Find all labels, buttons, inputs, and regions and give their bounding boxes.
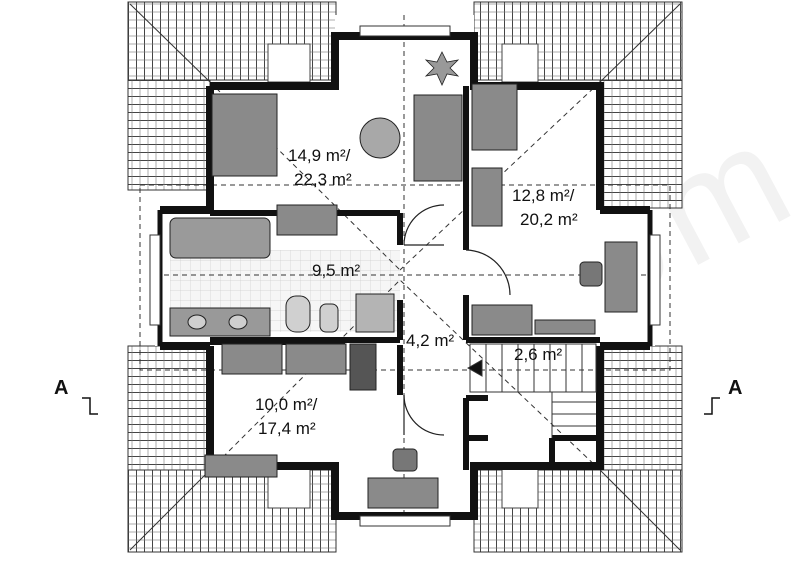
- chair-right: [579, 261, 603, 287]
- chair-bottom: [392, 448, 418, 472]
- bathroom-area: 9,5 m²: [312, 261, 361, 280]
- cabinet: [276, 204, 338, 236]
- sofa: [413, 94, 463, 182]
- hall-area: 4,2 m²: [406, 331, 455, 350]
- furniture: [169, 83, 638, 509]
- cabinet-bottom-2: [285, 343, 347, 375]
- room-bottom-left-area-gross: 17,4 m²: [258, 419, 316, 438]
- shelf: [534, 319, 596, 335]
- room-top-left-area-gross: 22,3 m²: [294, 170, 352, 189]
- section-markers: [82, 397, 720, 415]
- bidet: [319, 303, 339, 333]
- room-right-area-net: 12,8 m²/: [512, 186, 575, 205]
- bathtub: [169, 217, 271, 259]
- stairs-area: 2,6 m²: [514, 345, 563, 364]
- toilet: [285, 295, 311, 333]
- shower: [355, 293, 395, 333]
- desk-bottom: [367, 477, 439, 509]
- plant-icon: [424, 51, 460, 86]
- windows: [149, 25, 661, 527]
- desk-right: [604, 241, 638, 313]
- stairs: [466, 343, 597, 438]
- cabinet-bottom-1: [221, 343, 283, 375]
- bed: [211, 93, 278, 177]
- interior-walls: [210, 86, 600, 470]
- section-mark-right: A: [728, 377, 743, 399]
- section-mark-left: A: [54, 377, 69, 399]
- vanity: [169, 307, 271, 337]
- round-table: [359, 117, 401, 159]
- dresser: [471, 304, 533, 336]
- doors: [403, 204, 511, 436]
- wardrobe: [471, 167, 503, 227]
- shelf-bottom: [204, 454, 278, 478]
- floor-plan: [82, 1, 720, 553]
- bed-right: [471, 83, 518, 151]
- room-top-left-area-net: 14,9 m²/: [288, 146, 351, 165]
- room-bottom-left-area-net: 10,0 m²/: [255, 395, 318, 414]
- room-right-area-gross: 20,2 m²: [520, 210, 578, 229]
- stove: [349, 343, 377, 391]
